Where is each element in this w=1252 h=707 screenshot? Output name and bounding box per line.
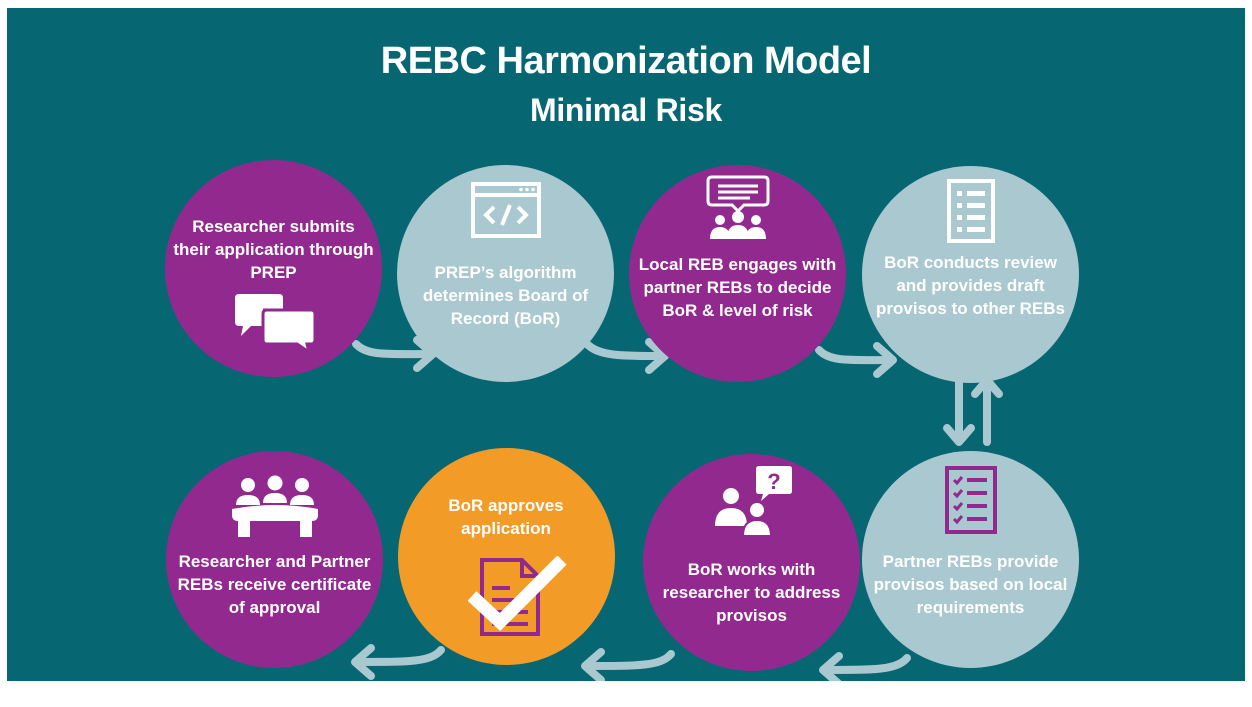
step-3-text: Local REB engages with partner REBs to d… [638,255,837,320]
arrow-step2-to-step3 [583,338,669,374]
flow-arrows [351,336,1003,681]
step-5-text: Partner REBs provide provisos based on l… [873,552,1068,617]
step-6-circle: ? BoR works with researcher to address p… [643,454,860,671]
arrow-step5-to-step6 [819,652,911,681]
step-5-circle: Partner REBs provide provisos based on l… [862,451,1079,668]
checklist-icon [945,466,997,534]
svg-text:?: ? [767,469,780,494]
step-4-circle: BoR conducts review and provides draft p… [862,166,1079,383]
arrow-step5-to-step4 [971,376,1003,446]
group-discussion-icon [706,175,770,239]
step-2-text: PREP’s algorithm determines Board of Rec… [422,263,589,328]
step-4-text: BoR conducts review and provides draft p… [876,253,1065,318]
arrow-step1-to-step2 [352,336,437,372]
arrow-step7-to-step8 [351,644,445,680]
arrow-step6-to-step7 [581,648,675,681]
step-7-circle: BoR approves application [398,448,615,665]
step-6-text: BoR works with researcher to address pro… [662,560,841,625]
meeting-table-icon [232,475,318,537]
document-list-icon [947,179,995,243]
question-people-icon: ? [715,466,792,536]
step-7-text: BoR approves application [448,496,564,538]
arrow-step3-to-step4 [815,342,897,378]
diagram-slide: REBC Harmonization Model Minimal Risk [7,8,1245,681]
step-1-text: Researcher submits their application thr… [173,217,374,282]
arrow-step4-to-step5 [943,376,975,446]
chat-bubbles-icon [235,294,317,352]
code-window-icon [471,182,541,238]
step-1-circle: Researcher submits their application thr… [165,160,382,377]
step-3-circle: Local REB engages with partner REBs to d… [629,165,846,382]
step-8-text: Researcher and Partner REBs receive cert… [177,552,372,617]
diagram-title: REBC Harmonization Model [380,40,872,82]
diagram-subtitle: Minimal Risk [529,92,722,128]
step-2-circle: PREP’s algorithm determines Board of Rec… [397,165,614,382]
step-8-circle: Researcher and Partner REBs receive cert… [166,451,383,668]
approved-document-icon [468,556,567,636]
